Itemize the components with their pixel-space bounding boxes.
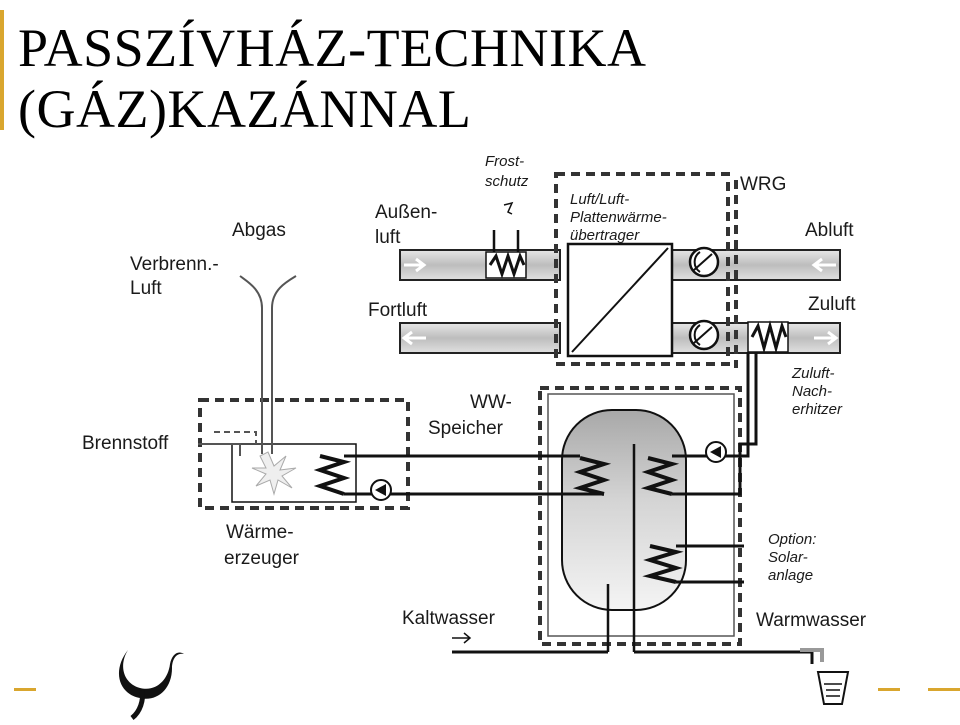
label-frostschutz-2: schutz	[485, 173, 529, 190]
abgas-outlet	[239, 275, 297, 309]
label-abluft: Abluft	[805, 220, 854, 241]
fan-abluft-icon	[688, 246, 720, 278]
decor-line-right-2	[928, 688, 960, 691]
label-nacherhitzer-3: erhitzer	[792, 401, 843, 418]
brennstoff-pipe	[198, 443, 241, 456]
speicher-enclosure-inner	[547, 393, 735, 637]
abluft-arrow	[811, 257, 836, 273]
title-accent-bar	[0, 10, 4, 130]
label-ww-speicher-1: WW-	[470, 392, 512, 413]
duct-aussenluft	[399, 249, 561, 281]
slide-title: PASSZÍVHÁZ-TECHNIKA (GÁZ)KAZÁNNAL	[18, 18, 647, 140]
label-plate-hx-3: übertrager	[570, 227, 640, 244]
fortluft-arrow	[401, 330, 426, 346]
zuluft-arrow	[814, 330, 839, 346]
frostschutz-heater	[485, 201, 527, 279]
pump-air-icon	[705, 441, 727, 463]
label-warmwasser: Warmwasser	[756, 610, 867, 631]
decor-line-left	[14, 688, 36, 691]
label-wrg: WRG	[740, 174, 786, 195]
label-verbrennungsluft-1: Verbrenn.-	[130, 254, 219, 275]
tank-coil-boiler	[572, 456, 612, 496]
zuluft-nacherhitzer	[747, 320, 789, 354]
label-waermeerzeuger-1: Wärme-	[226, 522, 294, 543]
tank-coil-solar	[642, 544, 684, 584]
brennstoff-pipe-2	[214, 431, 257, 444]
kaltwasser-arrow	[452, 632, 472, 644]
boiler-coil	[313, 454, 352, 496]
label-fortluft: Fortluft	[368, 300, 428, 321]
abgas-pipe	[261, 308, 273, 454]
ww-speicher	[538, 386, 742, 652]
decor-line-right	[878, 688, 900, 691]
aussenluft-arrow	[404, 257, 427, 273]
label-abgas: Abgas	[232, 220, 286, 241]
label-waermeerzeuger-2: erzeuger	[224, 548, 300, 569]
label-option-solar-1: Option:	[768, 531, 816, 548]
logo-icon	[118, 650, 184, 720]
label-option-solar-2: Solar-	[768, 549, 808, 566]
tank-coil-air	[640, 456, 680, 496]
fan-zuluft-icon	[688, 319, 720, 351]
pump-boiler-icon	[370, 479, 392, 501]
label-plate-hx-1: Luft/Luft-	[570, 191, 629, 208]
label-nacherhitzer-1: Zuluft-	[791, 365, 835, 382]
flame-icon	[251, 451, 297, 496]
label-aussenluft-1: Außen-	[375, 202, 437, 223]
label-nacherhitzer-2: Nach-	[792, 383, 832, 400]
label-brennstoff: Brennstoff	[82, 433, 169, 454]
heat-generator	[198, 275, 410, 510]
label-frostschutz-1: Frost-	[485, 153, 524, 170]
label-plate-hx-2: Plattenwärme-	[570, 209, 667, 226]
title-line-1: PASSZÍVHÁZ-TECHNIKA	[18, 18, 647, 78]
ventilation-unit	[399, 172, 841, 368]
plate-heat-exchanger-diagonal	[571, 247, 669, 353]
label-option-solar-3: anlage	[768, 567, 813, 584]
label-kaltwasser: Kaltwasser	[402, 608, 496, 629]
title-line-2: (GÁZ)KAZÁNNAL	[18, 79, 472, 139]
speicher-enclosure	[538, 386, 742, 646]
label-zuluft: Zuluft	[808, 294, 856, 315]
duct-fortluft	[399, 322, 561, 354]
glass-icon	[816, 671, 850, 705]
label-ww-speicher-2: Speicher	[428, 418, 504, 439]
waermeerzeuger-enclosure	[198, 398, 410, 510]
label-aussenluft-2: luft	[375, 227, 401, 248]
tap-icon	[800, 648, 824, 662]
label-verbrennungsluft-2: Luft	[130, 278, 162, 299]
